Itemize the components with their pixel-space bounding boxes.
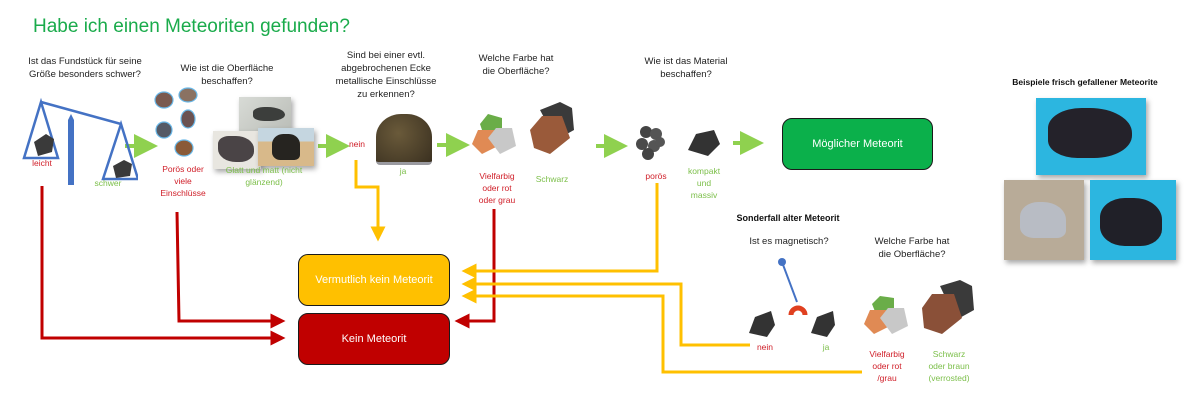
arrow-yellow-oldcolor <box>461 288 862 374</box>
outcome-probably-not: Vermutlich kein Meteorit <box>298 254 450 306</box>
label-kompakt-massiv: kompakt und massiv <box>687 166 721 200</box>
example-photo-1 <box>1036 98 1146 175</box>
question-weight: Ist das Fundstück für seine Größe besond… <box>28 56 142 80</box>
photo-smooth-2 <box>213 131 261 169</box>
magnet-icon <box>749 258 835 337</box>
label-glatt-matt: Glatt und matt (nicht glänzend) <box>225 165 303 187</box>
example-photo-3 <box>1090 180 1176 260</box>
old-colorful-stones-icon <box>864 280 974 334</box>
examples-heading: Beispiele frisch gefallener Meteorite <box>1012 77 1158 87</box>
arrow-yellow-magnet <box>461 276 750 347</box>
colorful-stones-icon <box>472 102 574 154</box>
arrow-yellow-material <box>461 183 659 279</box>
label-metal-ja: ja <box>399 166 407 176</box>
label-metal-nein: nein <box>348 139 366 149</box>
label-vielfarbig: Vielfarbig oder rot oder grau <box>478 171 516 205</box>
label-magnet-ja: ja <box>822 342 830 352</box>
porous-stones-icon <box>154 87 198 157</box>
label-schwarz: Schwarz <box>535 174 569 184</box>
outcome-not-meteorite: Kein Meteorit <box>298 313 450 365</box>
question-surface: Wie ist die Oberfläche beschaffen? <box>180 63 274 87</box>
arrow-red-poroes <box>175 211 286 329</box>
label-old-schwarz-braun: Schwarz oder braun (verrosted) <box>928 349 970 383</box>
label-schwer: schwer <box>94 178 122 188</box>
metal-inclusion-stone-image <box>376 114 432 165</box>
outcome-possible-meteorite: Möglicher Meteorit <box>782 118 933 170</box>
special-case-heading: Sonderfall alter Meteorit <box>736 213 840 223</box>
label-leicht: leicht <box>32 158 52 168</box>
question-old-color: Welche Farbe hat die Oberfläche? <box>874 236 950 260</box>
example-photo-2 <box>1004 180 1084 260</box>
arrow-red-leicht <box>40 186 286 346</box>
label-poroes-einschluesse: Porös oder viele Einschlüsse <box>160 164 206 198</box>
label-old-vielfarbig: Vielfarbig oder rot /grau <box>869 349 905 383</box>
material-icons <box>636 126 720 160</box>
label-magnet-nein: nein <box>756 342 774 352</box>
label-poroes: porös <box>645 171 667 181</box>
page-title: Habe ich einen Meteoriten gefunden? <box>33 16 350 37</box>
arrow-red-farbe <box>454 209 496 329</box>
question-magnetic: Ist es magnetisch? <box>749 236 829 247</box>
scale-icon <box>22 97 138 185</box>
question-material: Wie ist das Material beschaffen? <box>644 56 728 80</box>
photo-smooth-3 <box>258 128 314 166</box>
question-metal: Sind bei einer evtl. abgebrochenen Ecke … <box>335 50 437 100</box>
question-color: Welche Farbe hat die Oberfläche? <box>478 53 554 77</box>
arrow-yellow-nein <box>354 160 386 242</box>
